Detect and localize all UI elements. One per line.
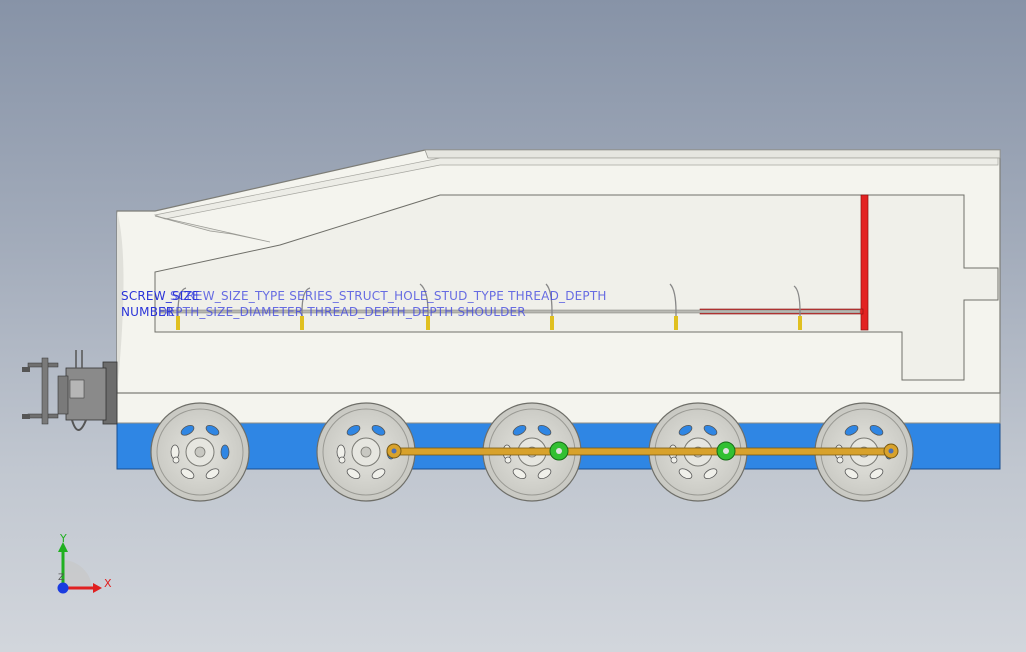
wheel-spoke-hole <box>844 468 859 480</box>
wheel-spoke-hole <box>512 468 527 480</box>
front-panel <box>154 215 271 243</box>
nose-shading <box>117 211 124 393</box>
coordinate-triad <box>57 542 102 594</box>
wheel-spoke-hole <box>703 468 718 480</box>
rod-pin-right-center <box>888 448 894 454</box>
wheel-spoke-hole <box>180 424 195 436</box>
wheel-spoke-hole <box>537 424 552 436</box>
vertical-pipe[interactable] <box>860 194 869 331</box>
roof-edge <box>424 149 1001 159</box>
wheel-spoke-hole <box>346 424 361 436</box>
wheel-spoke-hole <box>844 424 859 436</box>
rod-pin-left-center <box>391 448 397 454</box>
wheel-spoke-hole <box>869 424 884 436</box>
wheel-spoke-hole <box>537 468 552 480</box>
wheel-spoke-hole <box>205 468 220 480</box>
rod-joint-2-center <box>723 448 729 454</box>
rod-joint-1-center <box>556 448 562 454</box>
wheel-2[interactable] <box>316 402 416 502</box>
wheel-spoke-hole <box>678 424 693 436</box>
connecting-rod[interactable] <box>391 447 893 456</box>
coupler-assembly[interactable] <box>22 350 118 431</box>
axis-z-label: Z <box>58 573 65 583</box>
wheel-spoke-hole <box>205 424 220 436</box>
wheel-spoke-hole <box>371 468 386 480</box>
wheel-spoke-hole <box>220 444 230 460</box>
cabin-cutout[interactable] <box>154 194 999 381</box>
handrail[interactable] <box>159 309 861 314</box>
axis-y-label: Y <box>60 532 67 545</box>
wheel-1[interactable] <box>150 402 250 502</box>
wheel-spoke-hole <box>869 468 884 480</box>
stanchion-group <box>176 283 802 330</box>
wheel-spoke-hole <box>678 468 693 480</box>
wheel-spoke-hole <box>346 468 361 480</box>
axis-x-label: X <box>104 577 112 590</box>
wheel-spoke-hole <box>371 424 386 436</box>
wheel-spoke-hole <box>180 468 195 480</box>
wheel-spoke-hole <box>703 424 718 436</box>
wheel-spoke-hole <box>512 424 527 436</box>
